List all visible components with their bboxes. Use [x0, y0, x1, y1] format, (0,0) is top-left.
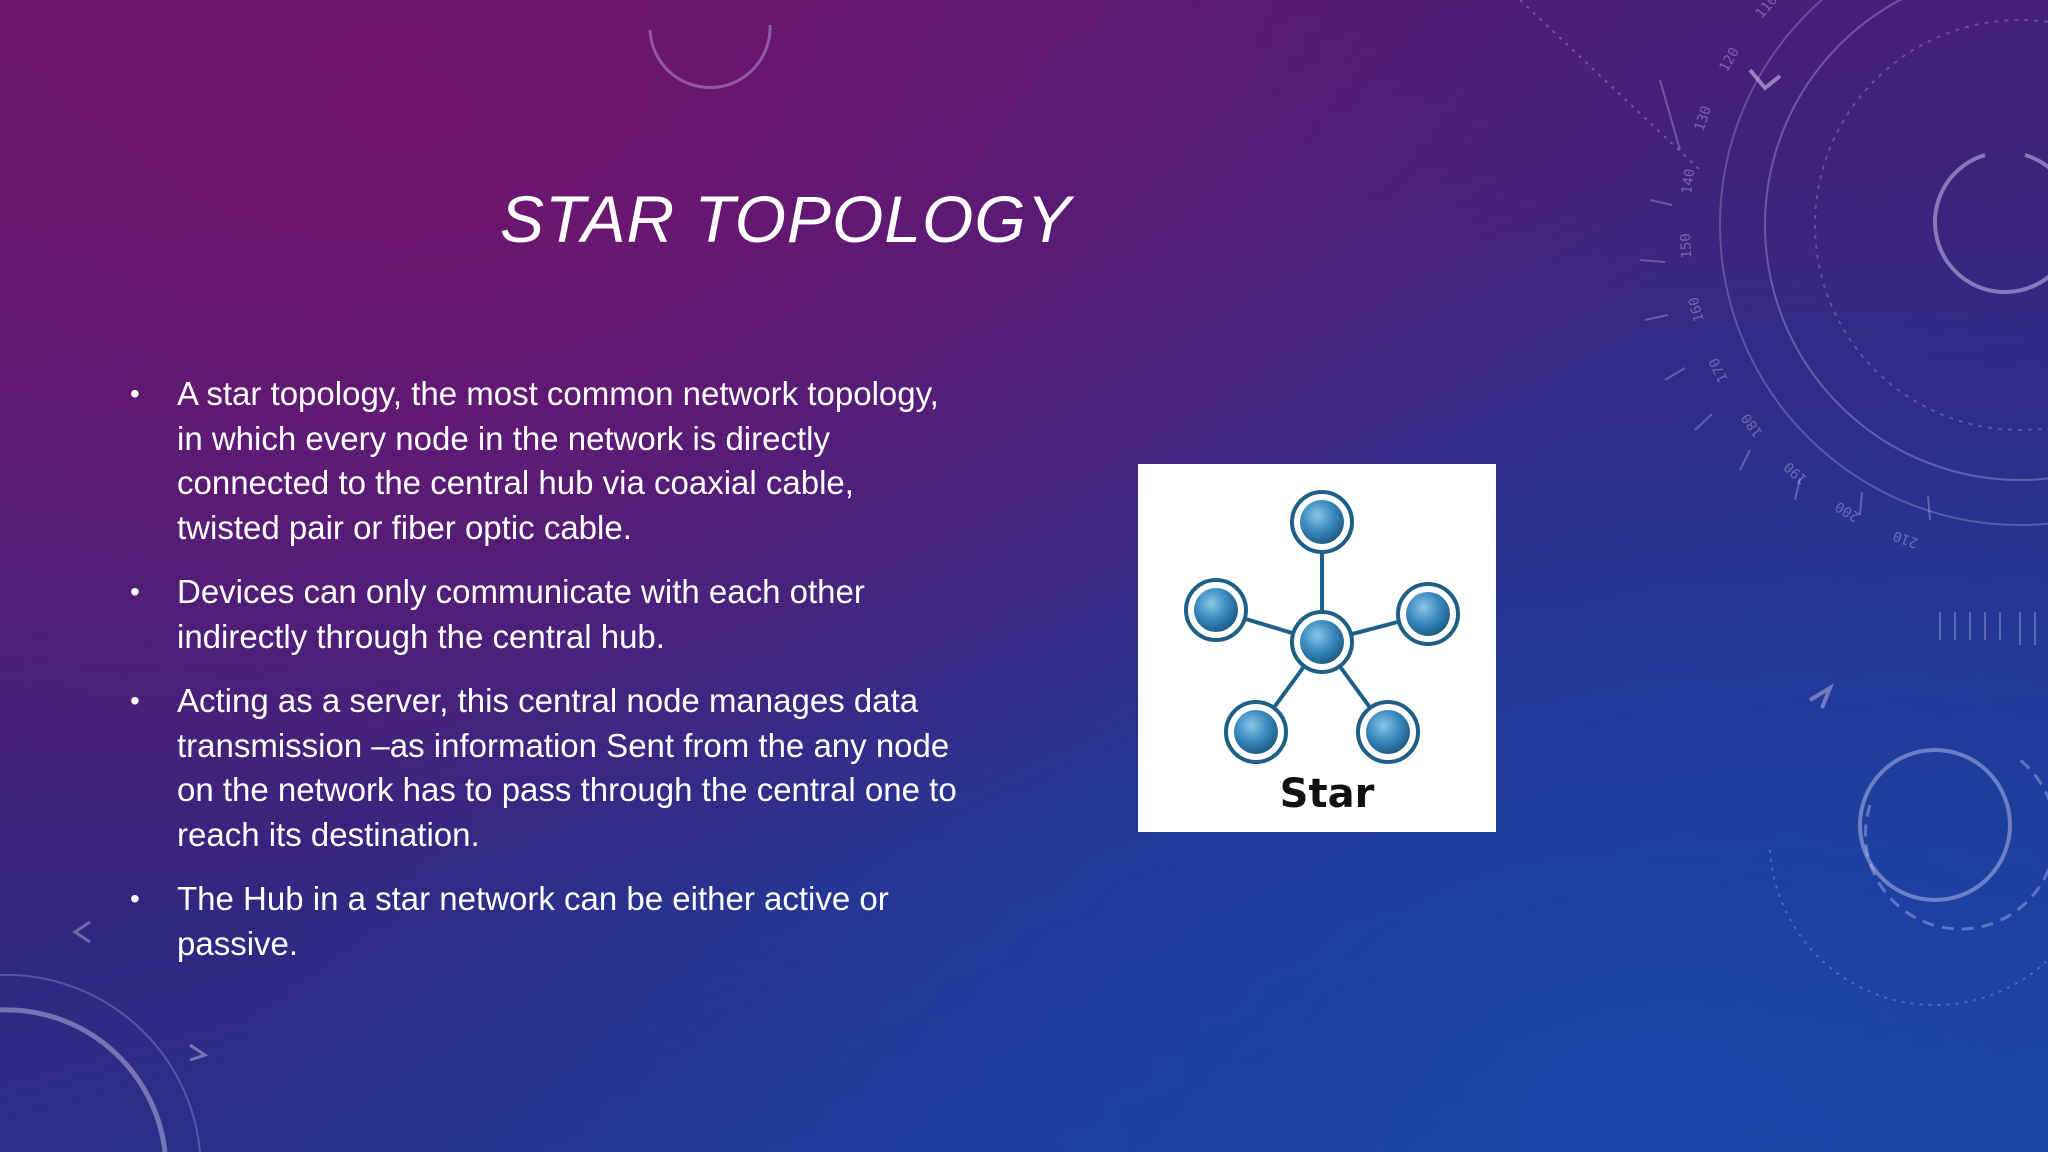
diagonal-dotted-line	[1519, 0, 1701, 171]
bullet-dot: •	[130, 378, 140, 409]
dial-number: 120	[1717, 45, 1743, 75]
slide-title: STAR TOPOLOGY	[500, 182, 1072, 256]
bullet-text: A star topology, the most common network…	[177, 375, 939, 546]
bullet-item: • The Hub in a star network can be eithe…	[130, 877, 960, 966]
star-nodes	[1184, 490, 1460, 764]
dial-arrow	[1748, 68, 1782, 91]
dial-inner-ring	[1764, 0, 2048, 481]
bullet-list: • A star topology, the most common netwo…	[130, 372, 960, 986]
bullet-item: • A star topology, the most common netwo…	[130, 372, 960, 550]
bottom-left-outer-arc	[0, 973, 201, 1152]
diagram-label: Star	[1279, 771, 1375, 817]
bullet-dot: •	[130, 685, 140, 716]
dial-number: 110	[1753, 0, 1782, 22]
bullet-text: Acting as a server, this central node ma…	[177, 682, 957, 853]
leaf-node	[1406, 592, 1450, 636]
leaf-node	[1366, 710, 1410, 754]
dial-number: 200	[1833, 498, 1863, 525]
star-diagram-graphic	[1184, 490, 1460, 764]
dial-number: 160	[1686, 295, 1708, 324]
bullet-item: • Acting as a server, this central node …	[130, 679, 960, 857]
bullet-dot: •	[130, 576, 140, 607]
bottom-right-dashed-arc	[1864, 758, 2048, 931]
dial-outer-ring	[1719, 0, 2048, 526]
bottom-left-arrow	[189, 1043, 209, 1062]
dial-center-arc	[1933, 153, 2048, 295]
star-topology-diagram: Star	[1138, 464, 1496, 832]
bullet-dot: •	[130, 883, 140, 914]
bottom-right-circle	[1858, 748, 2012, 902]
bottom-right-arrow	[1808, 683, 1835, 709]
bullet-text: The Hub in a star network can be either …	[177, 880, 889, 962]
dial-number: 190	[1781, 458, 1810, 487]
leaf-node	[1194, 588, 1238, 632]
dial-numbers: 210 200 190 180 170 160 150 140 130 120 110	[1678, 0, 1921, 551]
dial-number: 140	[1679, 168, 1698, 195]
dial-number: 180	[1739, 410, 1767, 440]
dial-number: 210	[1891, 527, 1920, 551]
dial-number: 130	[1692, 104, 1715, 133]
left-arrow	[72, 920, 91, 944]
dial-dotted-ring	[1814, 19, 2048, 431]
bottom-left-arc	[0, 1007, 168, 1152]
leaf-node	[1300, 500, 1344, 544]
top-arc-decoration	[648, 24, 772, 89]
bullet-text: Devices can only communicate with each o…	[177, 573, 865, 655]
vertical-bar-ticks	[1939, 612, 2036, 645]
hub-node	[1300, 620, 1344, 664]
leaf-node	[1234, 710, 1278, 754]
dial-number: 170	[1706, 355, 1731, 385]
bullet-item: • Devices can only communicate with each…	[130, 570, 960, 659]
bottom-right-dotted-arc	[1769, 849, 2048, 1007]
dial-ticks	[1639, 79, 1931, 521]
dial-number: 150	[1678, 233, 1696, 259]
